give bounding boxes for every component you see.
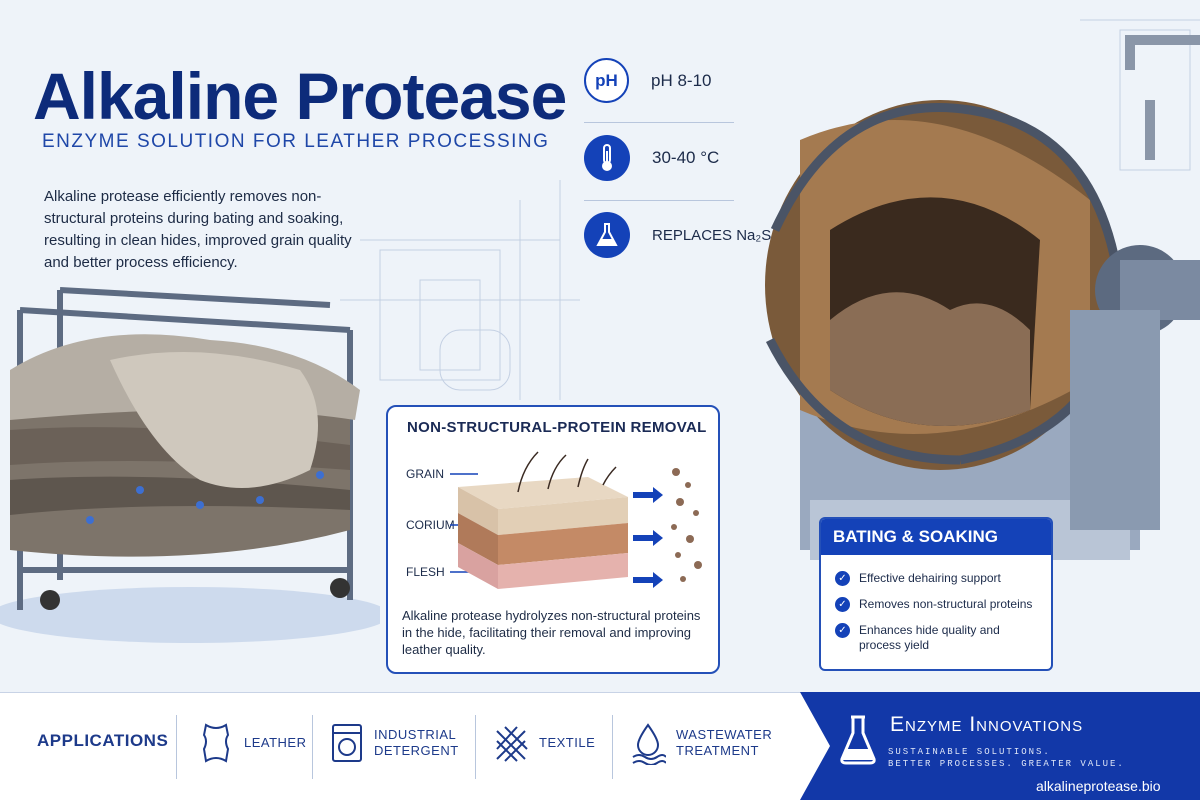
brand-tagline-line: SUSTAINABLE SOLUTIONS. xyxy=(888,747,1051,757)
bating-item-text: Enhances hide quality and process yield xyxy=(859,623,1000,652)
spec-ph-label: pH 8-10 xyxy=(651,70,712,90)
bating-item: ✓ Removes non-structural proteins xyxy=(835,597,1032,612)
spec-temperature: 30-40 °C xyxy=(584,135,719,181)
application-label: INDUSTRIAL DETERGENT xyxy=(374,727,459,758)
spec-temperature-label: 30-40 °C xyxy=(652,148,720,167)
spec-divider xyxy=(584,122,734,123)
diagram-caption: Alkaline protease hydrolyzes non-structu… xyxy=(402,608,701,657)
ph-icon: pH xyxy=(584,58,629,103)
page-subtitle: ENZYME SOLUTION FOR LEATHER PROCESSING xyxy=(42,131,550,152)
application-detergent: INDUSTRIAL DETERGENT xyxy=(330,721,459,765)
textile-mesh-icon xyxy=(496,726,528,762)
flask-icon xyxy=(840,715,876,765)
check-icon: ✓ xyxy=(835,571,850,586)
bating-item-text: Removes non-structural proteins xyxy=(859,597,1033,611)
tannery-drum-illustration xyxy=(765,35,1200,560)
bating-soaking-card: BATING & SOAKING ✓ Effective dehairing s… xyxy=(819,517,1053,671)
protein-removal-diagram: NON-STRUCTURAL-PROTEIN REMOVAL GRAIN COR… xyxy=(386,405,720,674)
bating-item-text: Effective dehairing support xyxy=(859,571,1001,585)
skin-cross-section xyxy=(450,451,702,589)
brand-name: Enzyme Innovations xyxy=(890,713,1084,736)
leather-hide-icon xyxy=(202,723,230,763)
bating-item: ✓ Effective dehairing support xyxy=(835,571,1001,586)
application-wastewater: WASTEWATER TREATMENT xyxy=(630,721,773,765)
page-title: Alkaline Protease xyxy=(33,59,567,133)
diagram-title: NON-STRUCTURAL-PROTEIN REMOVAL xyxy=(407,419,707,436)
intro-description: Alkaline protease efficiently removes no… xyxy=(44,188,352,271)
spec-divider xyxy=(584,200,734,201)
spec-replaces-label: REPLACES Na₂S xyxy=(652,226,772,244)
water-drop-icon xyxy=(632,723,666,765)
application-label: WASTEWATER TREATMENT xyxy=(676,727,773,758)
brand-tagline: SUSTAINABLE SOLUTIONS. BETTER PROCESSES.… xyxy=(888,746,1125,770)
check-icon: ✓ xyxy=(835,597,850,612)
footer-divider xyxy=(475,715,476,779)
layer-label-corium: CORIUM xyxy=(406,518,455,532)
check-icon: ✓ xyxy=(835,623,850,638)
layer-label-grain: GRAIN xyxy=(406,467,445,481)
spec-ph: pH pH 8-10 xyxy=(584,58,711,103)
thermometer-icon xyxy=(584,135,630,181)
bating-item: ✓ Enhances hide quality and process yiel… xyxy=(835,623,1035,653)
footer-divider xyxy=(612,715,613,779)
application-label: LEATHER xyxy=(244,735,307,750)
spec-replaces: REPLACES Na₂S xyxy=(584,212,771,258)
application-label: TEXTILE xyxy=(539,735,596,750)
footer-divider xyxy=(176,715,177,779)
applications-label: APPLICATIONS xyxy=(37,731,169,750)
bating-title: BATING & SOAKING xyxy=(821,519,1051,555)
footer-divider xyxy=(312,715,313,779)
hide-rack-illustration xyxy=(0,287,380,643)
application-leather: LEATHER xyxy=(198,721,307,765)
washing-machine-icon xyxy=(332,724,362,762)
flask-icon xyxy=(584,212,630,258)
brand-panel xyxy=(800,692,1200,800)
application-textile: TEXTILE xyxy=(493,721,595,765)
website-url[interactable]: alkalineprotease.bio xyxy=(1036,778,1161,794)
layer-label-flesh: FLESH xyxy=(406,565,445,579)
brand-tagline-line: BETTER PROCESSES. GREATER VALUE. xyxy=(888,759,1125,769)
